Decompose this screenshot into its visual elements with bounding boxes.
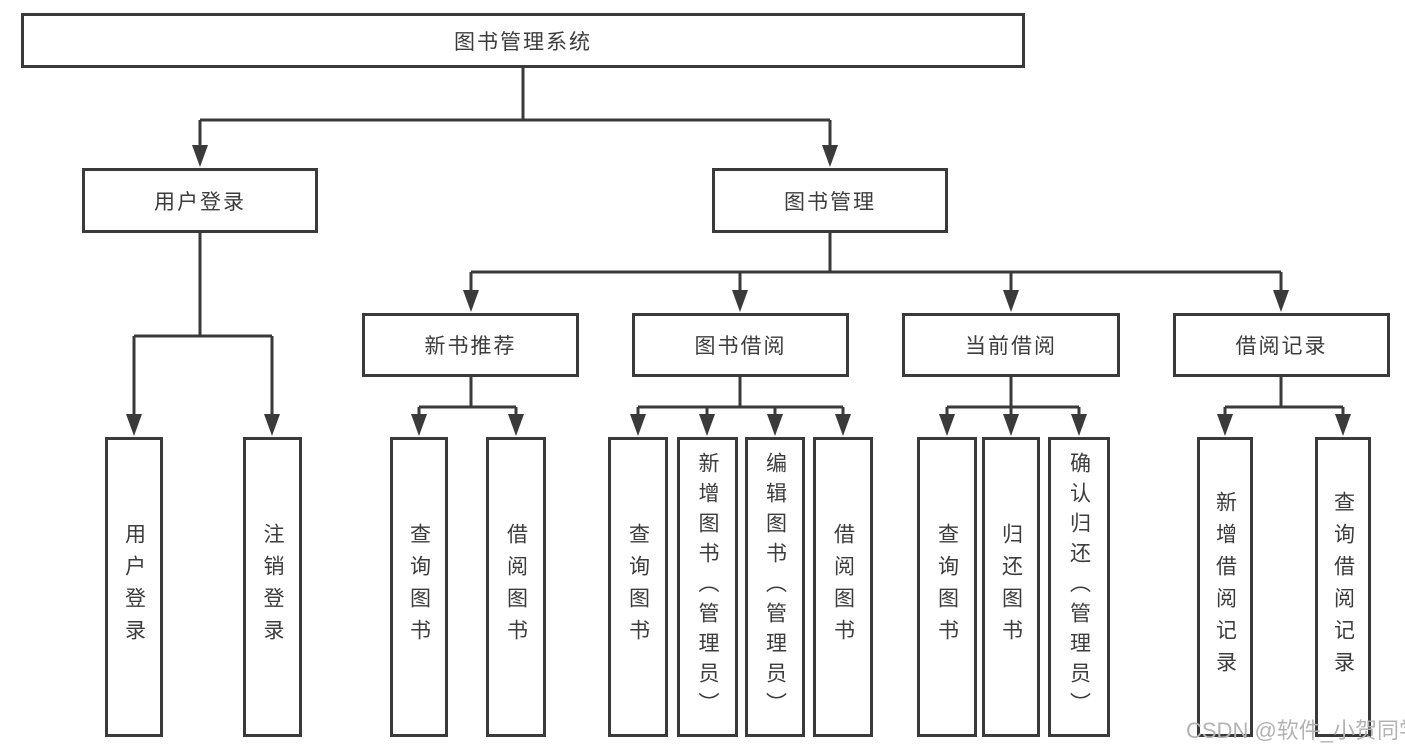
leaf-borrow-books-recommend: 借阅图书 [486,437,546,737]
leaf-edit-books-admin: 编辑图书（管理员） [745,437,805,737]
leaf-query-books-current: 查询图书 [917,437,977,737]
node-label: 图书管理系统 [454,30,592,54]
leaf-label: 查询图书 [626,523,650,651]
leaf-label: 查询借阅记录 [1331,491,1355,683]
leaf-label: 注销登录 [261,523,284,651]
node-label: 图书借阅 [694,335,787,358]
leaf-label: 查询图书 [407,523,431,651]
leaf-logout: 注销登录 [243,437,302,737]
leaf-add-borrow-record: 新增借阅记录 [1197,437,1253,737]
node-borrow-records: 借阅记录 [1173,313,1390,377]
leaf-label: 编辑图书（管理员） [763,452,787,722]
leaf-query-books-recommend: 查询图书 [390,437,448,737]
leaf-query-books-borrowing: 查询图书 [608,437,668,737]
leaf-label: 确认归还（管理员） [1067,452,1091,722]
node-new-book-recommend: 新书推荐 [362,313,579,377]
leaf-label: 查询图书 [935,523,959,651]
node-book-management: 图书管理 [712,168,948,233]
node-label: 图书管理 [784,190,876,214]
leaf-label: 借阅图书 [831,523,855,651]
node-label: 新书推荐 [424,335,517,358]
leaf-query-borrow-record: 查询借阅记录 [1315,437,1371,737]
node-user-login: 用户登录 [82,168,318,233]
node-label: 当前借阅 [965,335,1057,358]
leaf-label: 新增图书（管理员） [696,452,719,722]
leaf-confirm-return-admin: 确认归还（管理员） [1048,437,1110,737]
leaf-add-books-admin: 新增图书（管理员） [677,437,738,737]
leaf-label: 用户登录 [122,523,146,651]
node-label: 借阅记录 [1235,335,1328,358]
node-current-borrowing: 当前借阅 [902,313,1120,377]
watermark: CSDN @软件_小贺同学 [1186,718,1405,743]
node-library-management-system: 图书管理系统 [21,13,1025,68]
leaf-label: 借阅图书 [504,523,528,651]
leaf-label: 归还图书 [999,523,1023,651]
leaf-label: 新增借阅记录 [1213,491,1237,683]
leaf-user-login: 用户登录 [105,437,163,737]
leaf-borrow-books: 借阅图书 [813,437,873,737]
node-book-borrowing: 图书借阅 [632,313,849,377]
node-label: 用户登录 [154,190,246,214]
leaf-return-books: 归还图书 [982,437,1040,737]
